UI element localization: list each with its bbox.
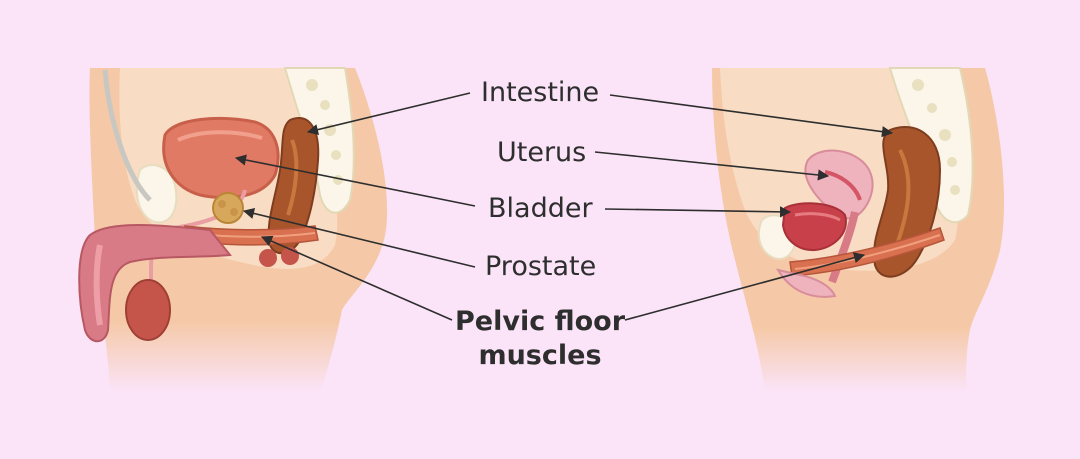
male-prostate (212, 192, 244, 224)
male-penis (78, 224, 232, 343)
label-pelvic-floor-line1: Pelvic floor (455, 306, 626, 337)
arrow-uterus-female (594, 151, 830, 181)
arrow-intestine-female (609, 94, 894, 138)
label-pelvic-floor-muscles: Pelvic floor muscles (455, 305, 625, 373)
male-bladder (162, 117, 280, 200)
arrow-prostate-male (242, 207, 476, 268)
arrow-bladder-female (604, 206, 792, 218)
leader-lines (234, 92, 894, 321)
male-testicle (125, 279, 171, 341)
label-prostate: Prostate (485, 251, 597, 282)
male-pubic-bone (135, 164, 178, 224)
arrow-pelvic-floor-male (260, 235, 453, 321)
label-pelvic-floor-line2: muscles (478, 340, 602, 371)
label-bladder: Bladder (488, 193, 593, 224)
male-figure (78, 67, 388, 392)
arrow-pelvic-floor-female (624, 252, 866, 321)
label-intestine: Intestine (481, 77, 600, 108)
arrow-bladder-male (234, 154, 476, 207)
label-uterus: Uterus (497, 137, 587, 168)
female-figure (712, 67, 1005, 392)
female-vagina (828, 211, 859, 284)
arrow-intestine-male (306, 92, 471, 136)
